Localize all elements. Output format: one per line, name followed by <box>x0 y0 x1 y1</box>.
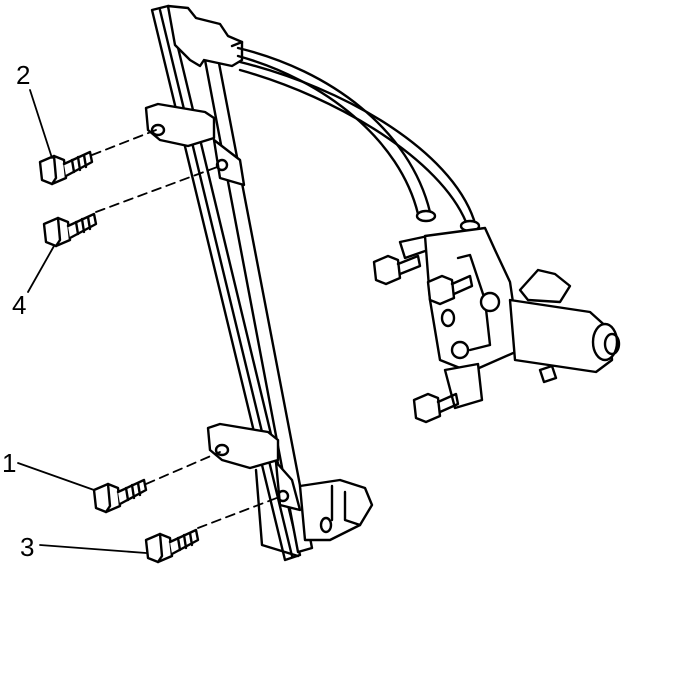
callout-4: 4 <box>12 290 27 320</box>
bolt-4 <box>42 212 98 248</box>
callout-leaders <box>17 89 147 554</box>
bolt-2 <box>38 150 94 186</box>
callout-3: 3 <box>20 532 35 562</box>
upper-bracket <box>144 102 246 187</box>
rail-top-block <box>166 4 244 68</box>
callout-2: 2 <box>16 60 31 90</box>
lower-bracket <box>206 422 374 542</box>
cable-guide <box>236 46 481 233</box>
bolt-alignment-lines <box>91 129 283 529</box>
callout-1: 1 <box>2 448 17 478</box>
motor-assembly <box>372 226 621 424</box>
bolt-3 <box>144 528 200 564</box>
bolt-1 <box>92 478 148 514</box>
